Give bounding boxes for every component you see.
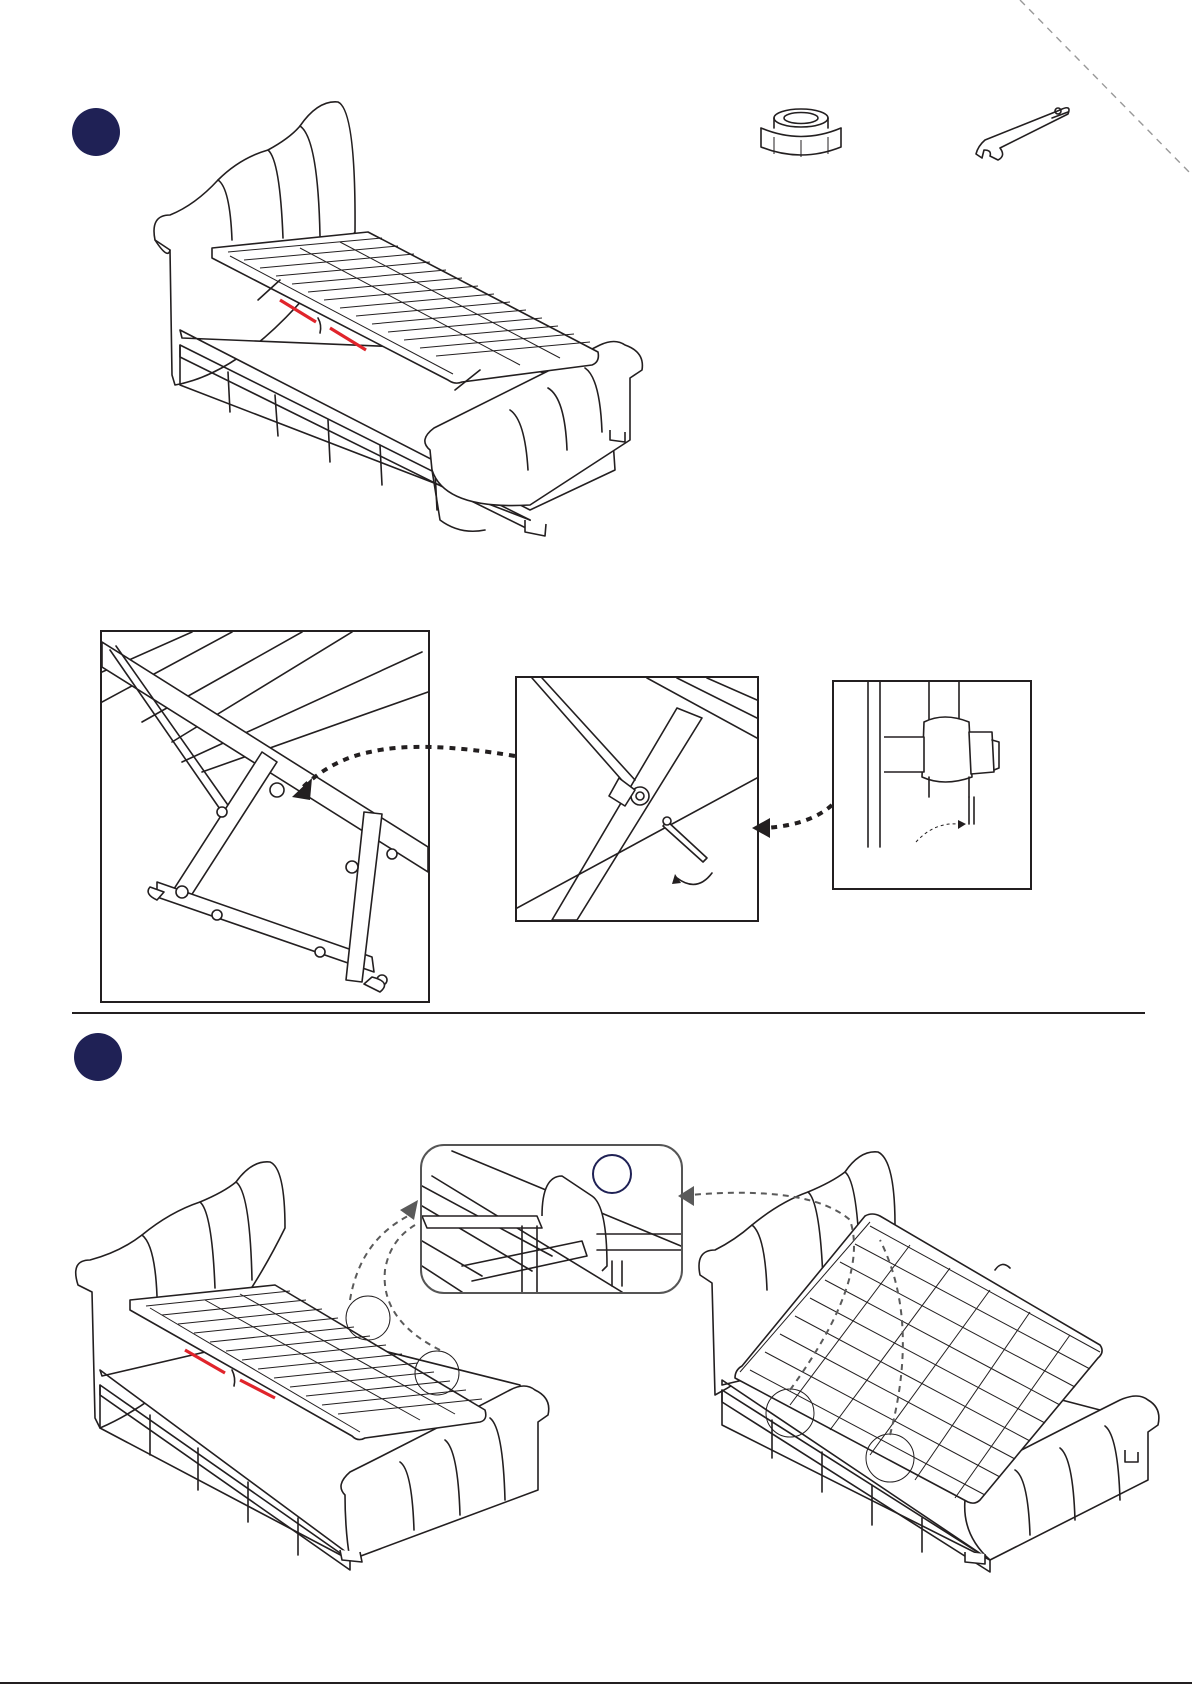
step-2-arrows <box>0 0 1192 1685</box>
